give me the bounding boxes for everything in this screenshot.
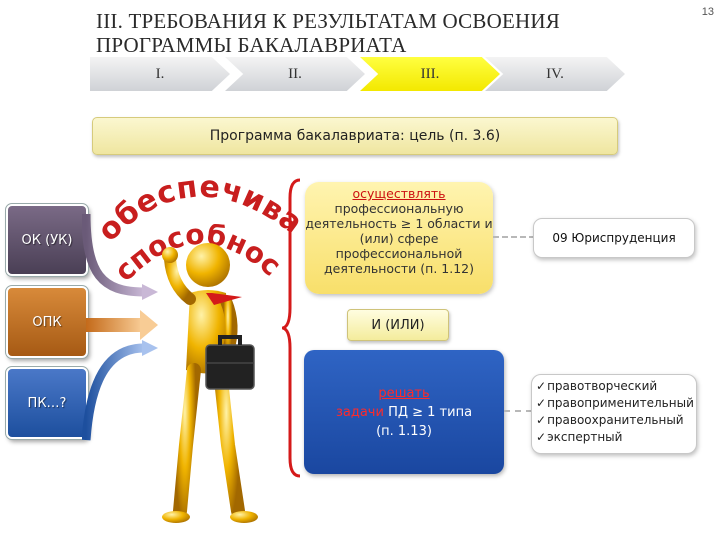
- tasks-box: решать задачи ПД ≥ 1 типа (п. 1.13): [304, 350, 504, 474]
- category-opk: ОПК: [6, 286, 88, 358]
- connector-task-types: [504, 410, 532, 414]
- arrow-opk: [86, 318, 142, 332]
- activity-box: осуществлять профессиональную деятельнос…: [305, 182, 493, 294]
- step-navigation: I. II. III. IV.: [90, 57, 625, 93]
- step-1: I.: [90, 57, 230, 91]
- tasks-line-2-prefix: задачи: [336, 405, 384, 420]
- tasks-line-2-rest: ПД ≥ 1 типа: [388, 405, 472, 420]
- title-line-2: ПРОГРАММЫ БАКАЛАВРИАТА: [96, 33, 656, 57]
- arrow-pk: [86, 348, 144, 440]
- activity-text: профессиональную деятельность ≥ 1 област…: [305, 201, 493, 276]
- connector-specialty: [493, 236, 535, 240]
- task-type-item: ✓экспертный: [536, 429, 696, 446]
- task-type-item: ✓правоохранительный: [536, 412, 696, 429]
- check-icon: ✓: [536, 413, 546, 427]
- tasks-verb: решать: [304, 384, 504, 403]
- check-icon: ✓: [536, 379, 546, 393]
- businessman-figure: [150, 235, 280, 525]
- check-icon: ✓: [536, 396, 546, 410]
- and-or-label: И (ИЛИ): [347, 309, 449, 341]
- title-line-1: III. ТРЕБОВАНИЯ К РЕЗУЛЬТАТАМ ОСВОЕНИЯ: [96, 9, 656, 33]
- task-type-item: ✓правоприменительный: [536, 395, 696, 412]
- activity-verb: осуществлять: [305, 186, 493, 201]
- tasks-line-2: задачи ПД ≥ 1 типа: [304, 403, 504, 422]
- tasks-line-3: (п. 1.13): [304, 422, 504, 441]
- slide-number: 13: [702, 6, 714, 18]
- step-2: II.: [225, 57, 365, 91]
- specialty-box: 09 Юриспруденция: [533, 218, 695, 258]
- task-types-list: ✓правотворческий ✓правоприменительный ✓п…: [531, 374, 697, 454]
- task-type-item: ✓правотворческий: [536, 378, 696, 395]
- category-pk: ПК…?: [6, 367, 88, 439]
- step-3-active: III.: [360, 57, 500, 91]
- red-brace: [282, 178, 302, 478]
- page-title: III. ТРЕБОВАНИЯ К РЕЗУЛЬТАТАМ ОСВОЕНИЯ П…: [96, 9, 656, 57]
- check-icon: ✓: [536, 430, 546, 444]
- category-ok-uk: ОК (УК): [6, 204, 88, 276]
- step-4: IV.: [485, 57, 625, 91]
- goal-bar: Программа бакалавриата: цель (п. 3.6): [92, 117, 618, 155]
